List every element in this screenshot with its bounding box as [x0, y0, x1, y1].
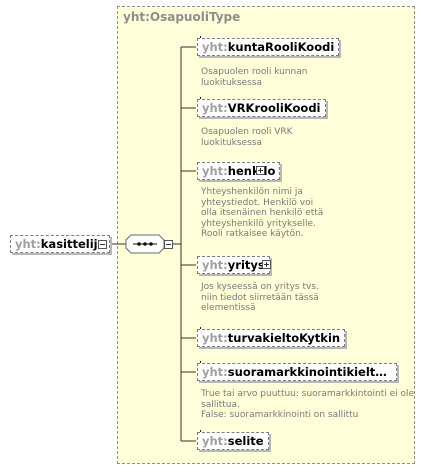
root-element-kasittelija[interactable]: yht:kasittelija	[10, 235, 111, 253]
element-henkilo[interactable]: yht:henkilo	[197, 162, 281, 180]
expand-henkilo-icon[interactable]	[256, 166, 265, 175]
osapuoli-type-container	[117, 6, 415, 464]
element-doc: Jos kyseessä on yritys tvs.niin tiedot s…	[201, 282, 319, 313]
element-kuntarooliKoodi[interactable]: yht:kuntaRooliKoodi	[197, 38, 340, 56]
expand-yritys-icon[interactable]	[262, 260, 271, 269]
element-selite[interactable]: yht:selite	[197, 432, 269, 450]
element-doc: True tai arvo puuttuu: suoramarkkintoint…	[201, 389, 415, 420]
sequence-collapse-icon[interactable]	[164, 240, 173, 249]
type-title: yht:OsapuoliType	[123, 10, 241, 24]
collapse-toggle-icon[interactable]	[98, 240, 107, 249]
element-turvakieltokytkin[interactable]: yht:turvakieltoKytkin	[197, 329, 346, 347]
element-vrkroolikoodi[interactable]: yht:VRKrooliKoodi	[197, 99, 326, 117]
element-yritys[interactable]: yht:yritys	[197, 256, 270, 274]
element-suoramarkkinointikieltokytkin[interactable]: yht:suoramarkkinointikieltoKytk...	[197, 363, 397, 381]
